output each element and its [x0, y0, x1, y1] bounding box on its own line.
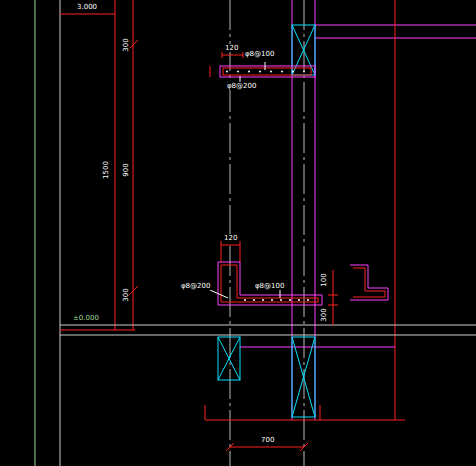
- dimension-text: 300: [122, 287, 130, 302]
- rebar-dot: [237, 71, 239, 73]
- linework: [35, 0, 476, 466]
- rebar-note: φ8@200: [226, 82, 257, 90]
- rebar-dot: [289, 299, 291, 301]
- rebar-dots: [226, 71, 309, 302]
- dimension-text: 700: [260, 436, 275, 444]
- rebar-dot: [248, 71, 250, 73]
- rebar-note: φ8@100: [254, 282, 285, 290]
- rebar-dot: [280, 299, 282, 301]
- rebar-dot: [292, 71, 294, 73]
- level-mark: ±0.000: [72, 314, 100, 322]
- dimension-text: 300: [320, 307, 328, 322]
- level-mark: 3.000: [76, 3, 98, 11]
- dimension-text: 1500: [102, 160, 110, 180]
- rebar-dot: [226, 71, 228, 73]
- rebar-dot: [270, 71, 272, 73]
- dimension-text: 120: [224, 44, 239, 52]
- rebar-note: φ8@100: [244, 50, 275, 58]
- rebar-dot: [303, 71, 305, 73]
- dimension-text: 300: [122, 37, 130, 52]
- rebar-dot: [259, 71, 261, 73]
- rebar-dot: [271, 299, 273, 301]
- rebar-dot: [281, 71, 283, 73]
- rebar-dot: [262, 299, 264, 301]
- dimension-text: 120: [223, 234, 238, 242]
- dimension-text: 100: [320, 272, 328, 287]
- rebar-dot: [298, 299, 300, 301]
- rebar-dot: [307, 299, 309, 301]
- rebar-note: φ8@200: [180, 282, 211, 290]
- dimension-text: 900: [122, 162, 130, 177]
- rebar-dot: [253, 299, 255, 301]
- rebar-dot: [244, 299, 246, 301]
